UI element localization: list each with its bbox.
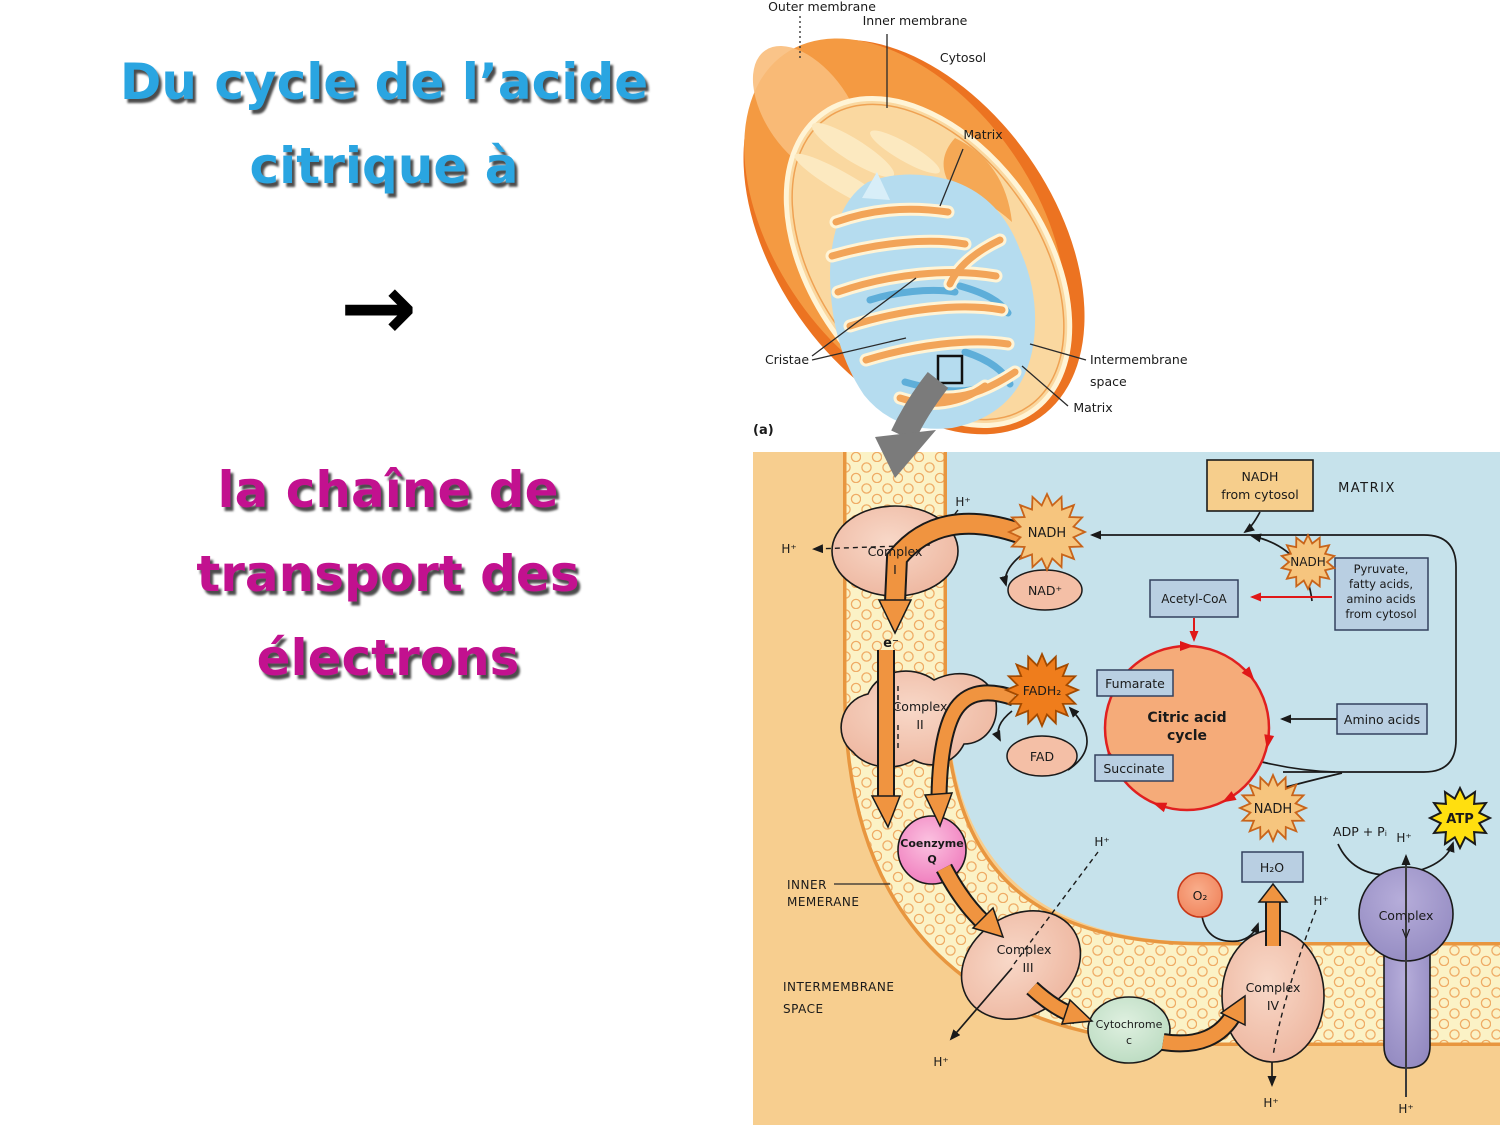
subtitle-line-2: transport des [196, 545, 580, 603]
label-pyruvate-1: Pyruvate, [1354, 562, 1409, 576]
h2o-box [1241, 851, 1304, 883]
mito-matrix-blue [830, 174, 1036, 429]
label-complex-i-word: Complex [868, 544, 923, 559]
label-cristae: Cristae [765, 352, 809, 367]
big-right-arrow-icon: → [340, 254, 418, 361]
label-matrix-top: Matrix [963, 127, 1002, 142]
label-intermembrane-space-1: Intermembrane [1090, 352, 1188, 367]
label-o2: O₂ [1193, 888, 1208, 903]
amino-acids-box [1336, 703, 1428, 735]
label-fumarate: Fumarate [1105, 676, 1165, 691]
etc-labels: MATRIX INNER MEMERANE INTERMEMBRANE SPAC… [781, 481, 1433, 1116]
label-h-plus-civ-bottom: H⁺ [1263, 1096, 1278, 1110]
label-succinate: Succinate [1103, 761, 1165, 776]
label-complex-iii-num: III [1022, 960, 1033, 975]
label-inner-membrane-1: INNER [787, 878, 827, 892]
fumarate-box [1096, 669, 1174, 697]
label-coenzyme-q: Q [927, 853, 936, 866]
label-cytochrome: Cytochrome [1096, 1018, 1163, 1031]
label-h2o: H₂O [1260, 860, 1284, 875]
zoom-region-marker [936, 354, 964, 385]
mito-leader-lines [799, 16, 1087, 407]
metabolite-boxes: Acetyl-CoA Pyruvate, fatty acids, amino … [1094, 459, 1429, 883]
label-complex-ii-num: II [916, 717, 923, 732]
nadh-starburst-cycle: NADH [1237, 772, 1309, 844]
label-pyruvate-3: amino acids [1346, 592, 1415, 606]
label-e-minus: e⁻ [883, 636, 899, 651]
label-coenzyme: Coenzyme [900, 837, 963, 850]
pyruvate-box [1334, 557, 1429, 631]
label-complex-iv-word: Complex [1246, 980, 1301, 995]
label-inner-membrane-2: MEMERANE [787, 895, 860, 909]
label-h-plus-cv-bottom: H⁺ [1398, 1102, 1413, 1116]
nad-plus-oval [1007, 569, 1083, 611]
label-inner-membrane: Inner membrane [863, 13, 968, 28]
label-atp: ATP [1446, 812, 1473, 827]
label-citric-cycle: cycle [1167, 728, 1207, 744]
label-cytosol: Cytosol [940, 50, 986, 65]
fadh2-starburst: FADH₂ [1003, 651, 1081, 729]
label-pyruvate-4: from cytosol [1345, 607, 1416, 621]
mitochondrion-illustration: Outer membrane Inner membrane Cytosol Ma… [743, 0, 1188, 438]
nadh-starburst-pyruvate: NADH [1279, 532, 1337, 592]
label-adp-pi: ADP + Pᵢ [1333, 824, 1387, 839]
label-h-plus-ciii-bottom: H⁺ [933, 1055, 948, 1069]
label-outer-membrane: Outer membrane [768, 0, 876, 14]
label-acetyl-coa: Acetyl-CoA [1161, 592, 1227, 606]
label-amino-acids: Amino acids [1344, 712, 1420, 727]
proton-routes [812, 509, 1411, 1097]
label-complex-v-word: Complex [1379, 908, 1434, 923]
etc-diagram: Citric acid cycle Acetyl-CoA Pyruvate, f… [753, 371, 1500, 1125]
label-nad-plus: NAD⁺ [1028, 583, 1062, 598]
label-h-plus-ci-top: H⁺ [955, 495, 970, 509]
nadh-cytosol-box [1206, 459, 1314, 512]
label-h-plus-ci-left: H⁺ [781, 542, 796, 556]
label-nadh-3: NADH [1254, 802, 1292, 817]
zoom-connector-arrow [875, 371, 949, 478]
label-cytochrome-c: c [1126, 1034, 1132, 1047]
label-complex-i-num: I [893, 562, 897, 577]
label-h-plus-ciii-top: H⁺ [1094, 835, 1109, 849]
label-h-plus-cv-top: H⁺ [1396, 831, 1411, 845]
cytochrome-c [1087, 996, 1171, 1064]
slide-title: Du cycle de l’acide citrique à [14, 40, 754, 208]
electron-flow-arrows [870, 512, 1289, 1053]
protein-complexes [831, 505, 1454, 1069]
title-line-1: Du cycle de l’acide [119, 53, 649, 111]
label-nadh-2: NADH [1290, 555, 1325, 569]
label-intermembrane-2: SPACE [783, 1002, 824, 1016]
fad-oval [1006, 735, 1078, 777]
label-panel-a: (a) [753, 423, 774, 438]
label-nadh-box-2: from cytosol [1221, 487, 1299, 502]
subtitle-line-3: électrons [256, 629, 520, 687]
atp-starburst: ATP [1427, 785, 1493, 851]
label-pyruvate-2: fatty acids, [1349, 577, 1413, 591]
label-intermembrane-1: INTERMEMBRANE [783, 980, 894, 994]
mito-cristae-folds [825, 202, 1022, 410]
complex-iv [1221, 929, 1325, 1063]
acetyl-coa-box [1149, 579, 1239, 618]
label-nadh-box-1: NADH [1242, 469, 1279, 484]
label-h-plus-civ-top: H⁺ [1313, 894, 1328, 908]
label-complex-iii-word: Complex [997, 942, 1052, 957]
label-matrix-region: MATRIX [1338, 481, 1396, 496]
label-complex-iv-num: IV [1267, 998, 1280, 1013]
label-intermembrane-space-2: space [1090, 374, 1127, 389]
title-line-2: citrique à [249, 137, 519, 195]
label-complex-v-num: V [1402, 926, 1411, 941]
nadh-starburst-main: NADH [1006, 491, 1088, 573]
label-matrix-bottom: Matrix [1073, 400, 1112, 415]
label-fad: FAD [1030, 749, 1054, 764]
subtitle-line-1: la chaîne de [217, 461, 559, 519]
label-fadh2: FADH₂ [1023, 683, 1062, 698]
label-citric-acid: Citric acid [1147, 710, 1226, 726]
o2-circle [1177, 872, 1223, 918]
succinate-box [1094, 754, 1174, 782]
label-nadh-1: NADH [1028, 526, 1066, 541]
slide-subtitle: la chaîne de transport des électrons [18, 448, 758, 700]
label-complex-ii-word: Complex [893, 699, 948, 714]
